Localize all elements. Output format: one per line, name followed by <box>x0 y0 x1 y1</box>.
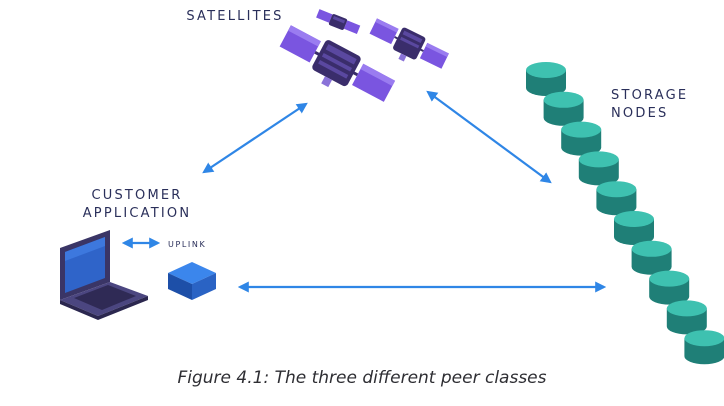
storage-disk-icon <box>666 300 707 335</box>
satellite-customer-arrow <box>202 102 308 174</box>
uplink-device-icon <box>168 262 216 300</box>
storage-disk-icon <box>631 240 672 275</box>
customer-label-line2: APPLICATION <box>82 206 192 221</box>
laptop-icon <box>60 230 148 320</box>
storage-disk-icon <box>596 181 637 216</box>
customer-application-label: CUSTOMER APPLICATION <box>62 187 212 223</box>
satellite-icon <box>279 25 396 102</box>
storage-disk-icon <box>526 62 566 96</box>
satellite-storage-arrow <box>426 90 552 184</box>
satellite-icon <box>369 18 449 69</box>
storage-disk-icon <box>684 330 724 365</box>
storage-nodes-label: STORAGE NODES <box>611 87 688 123</box>
satellite-icon <box>316 9 361 34</box>
storage-disk-icon <box>543 91 584 126</box>
storage-label-line1: STORAGE <box>611 88 689 103</box>
customer-label-line1: CUSTOMER <box>91 188 183 203</box>
uplink-label: UPLINK <box>168 240 207 249</box>
storage-disk-icon <box>649 270 690 305</box>
storage-disk-icon <box>561 121 602 156</box>
storage-disk-icon <box>614 211 654 245</box>
storage-disk-icon <box>578 151 619 186</box>
storage-label-line2: NODES <box>611 106 669 121</box>
storage-node-stack <box>526 62 724 365</box>
figure-caption: Figure 4.1: The three different peer cla… <box>177 368 547 388</box>
satellites-label: SATELLITES <box>186 9 284 24</box>
